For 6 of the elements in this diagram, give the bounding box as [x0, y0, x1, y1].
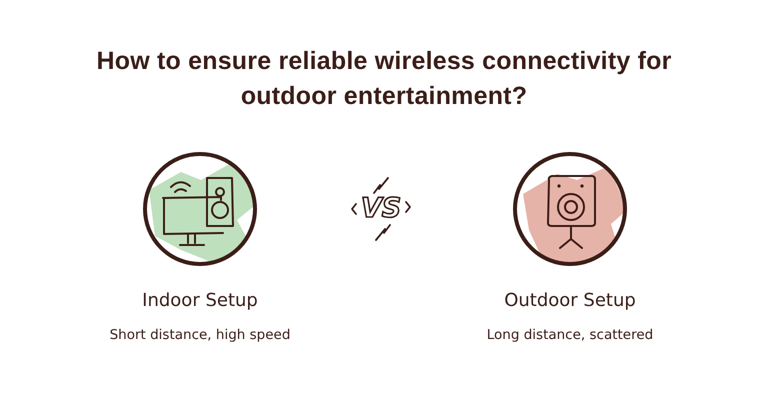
title: How to ensure reliable wireless connectivity for outdoor entertainment? — [95, 46, 673, 112]
setup-description: Long distance, scattered — [486, 326, 654, 344]
setup-description: Short distance, high speed — [110, 326, 290, 344]
setup-heading: Outdoor Setup — [504, 290, 636, 312]
setup-heading: Indoor Setup — [142, 290, 258, 312]
versus-text: VS — [360, 193, 402, 224]
